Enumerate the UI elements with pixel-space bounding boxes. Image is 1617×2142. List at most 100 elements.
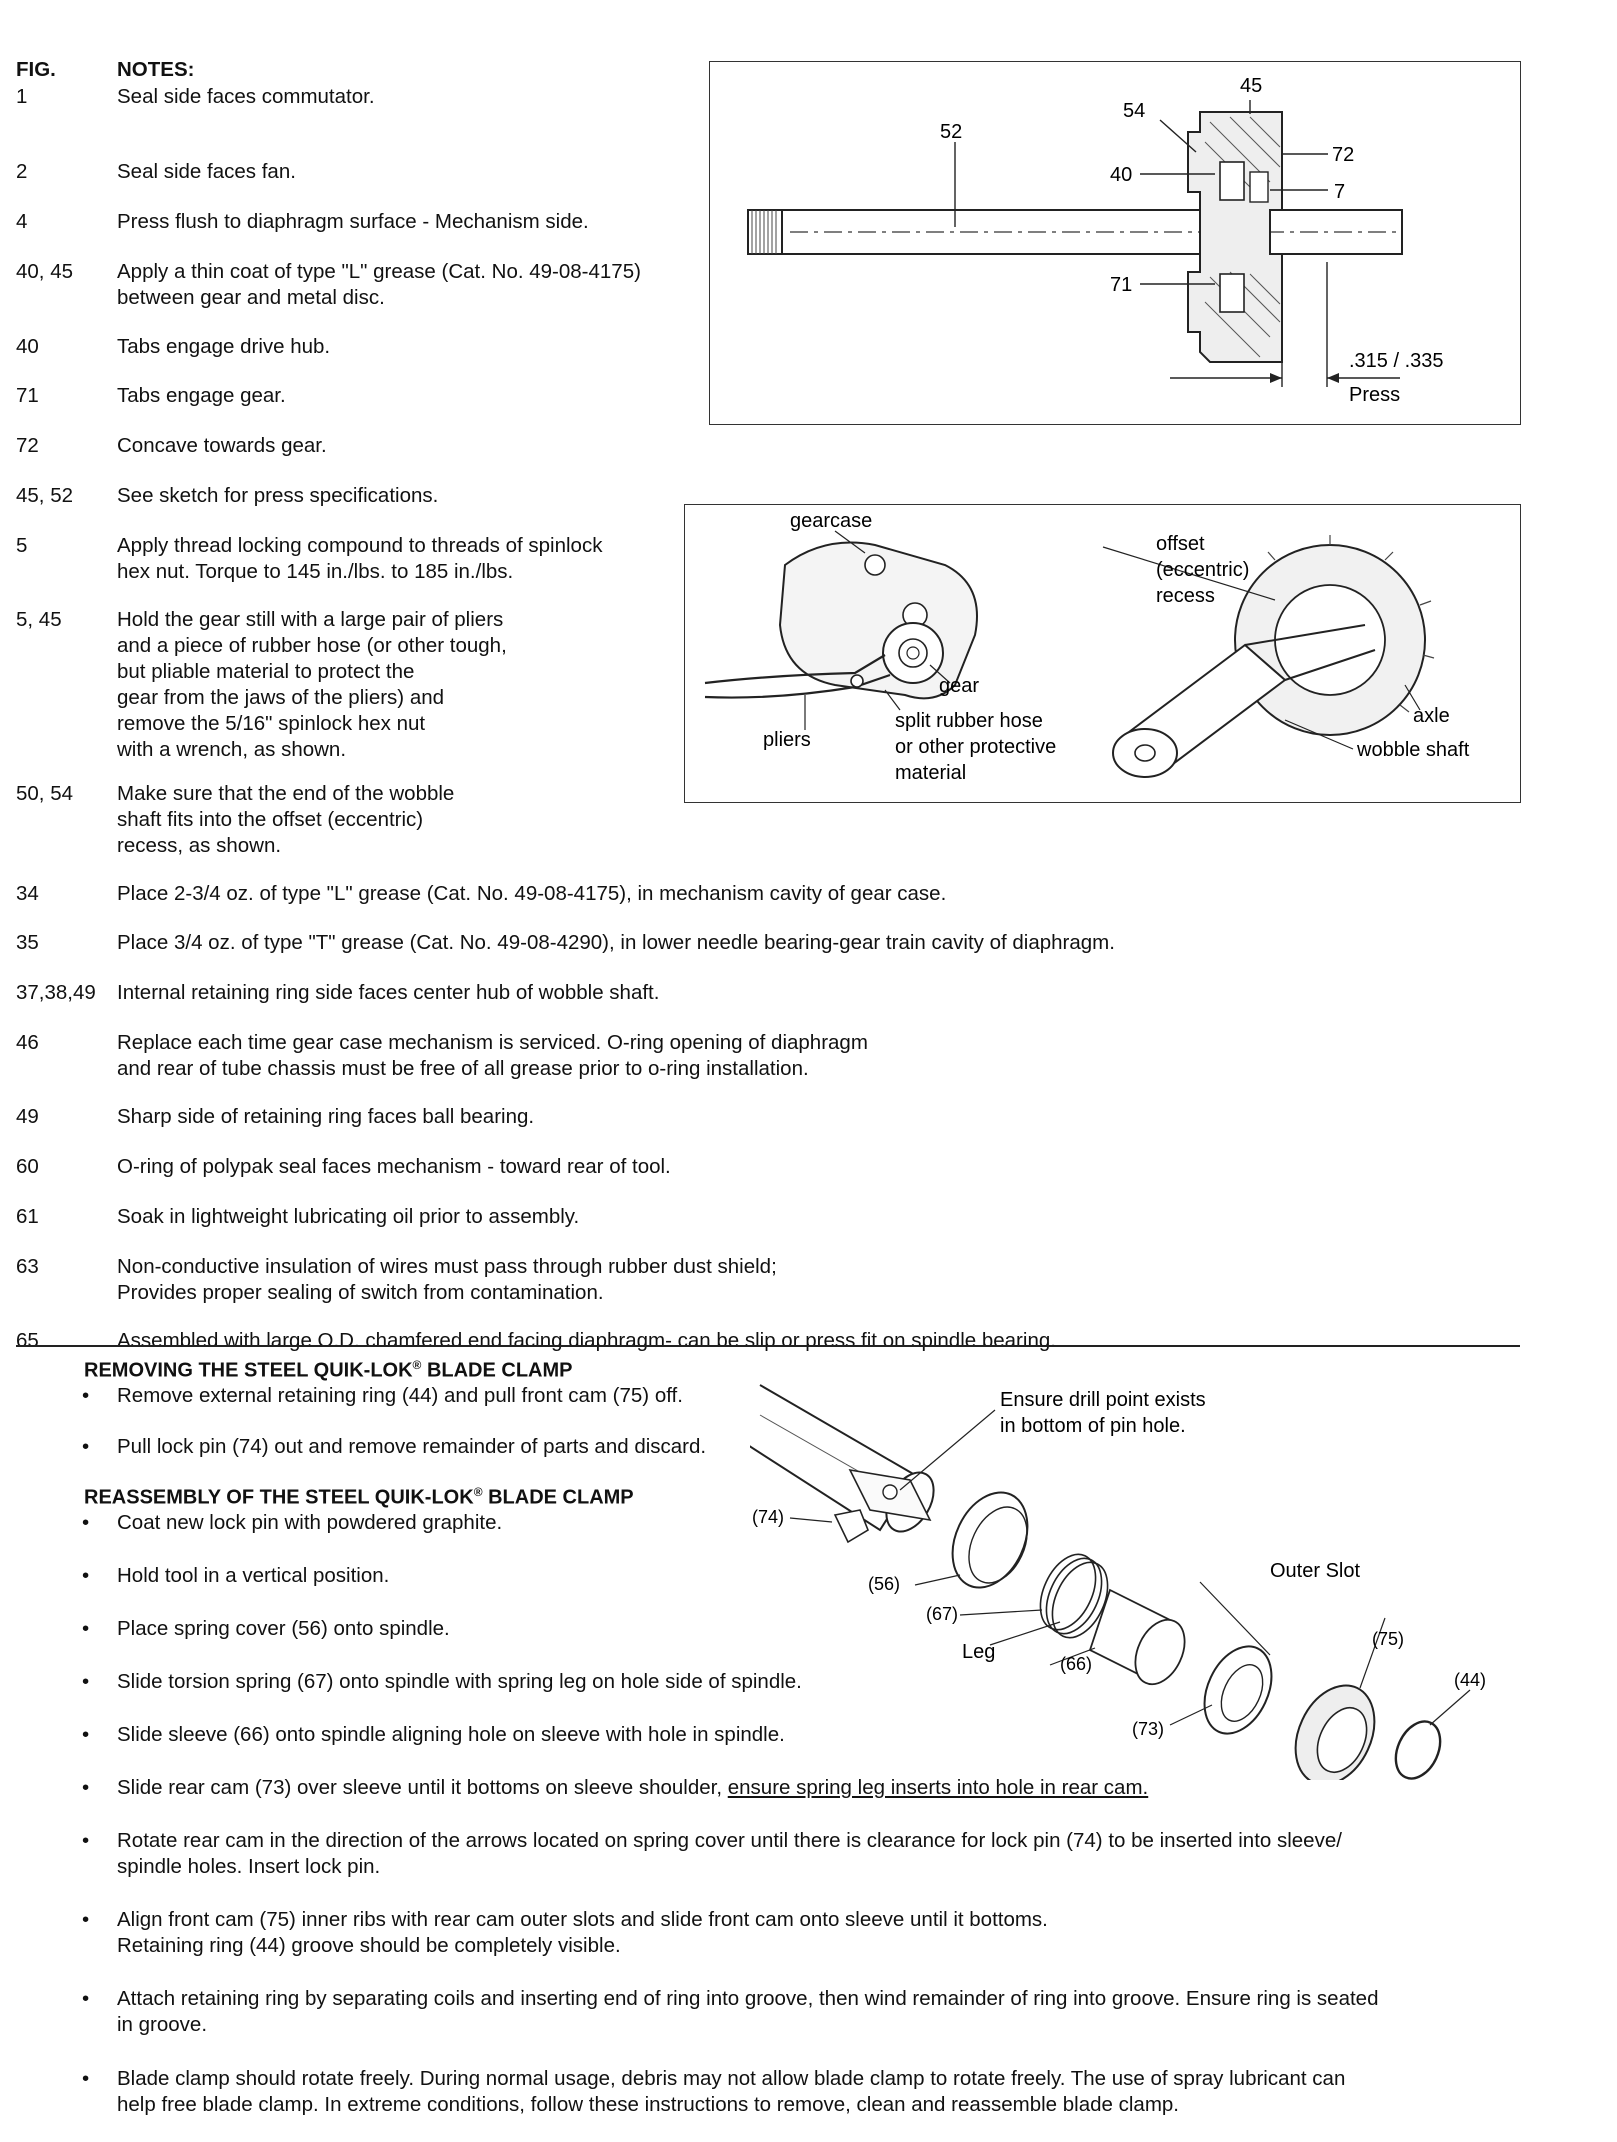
outer-slot-label: Outer Slot xyxy=(1270,1560,1360,1582)
bullet: • xyxy=(82,1908,90,1931)
pliers-label: pliers xyxy=(763,729,811,751)
dimension-label: .315 / .335 xyxy=(1349,350,1444,372)
registered-mark: ® xyxy=(473,1485,483,1499)
label-72: 72 xyxy=(1332,144,1354,166)
step-text: Rotate rear cam in the direction of the … xyxy=(117,1829,1342,1878)
hose-line: split rubber hose xyxy=(895,710,1043,732)
reassembly-title: REASSEMBLY OF THE STEEL QUIK-LOK® BLADE … xyxy=(84,1485,634,1510)
note-text: Tabs engage drive hub. xyxy=(117,335,331,358)
step-text: Pull lock pin (74) out and remove remain… xyxy=(117,1435,707,1458)
note-text: Apply a thin coat of type "L" grease (Ca… xyxy=(117,260,641,309)
note-fig-number: 61 xyxy=(16,1205,39,1228)
reassembly-title-tail: BLADE CLAMP xyxy=(482,1486,634,1509)
label-7: 7 xyxy=(1334,181,1345,203)
note-text: Non-conductive insulation of wires must … xyxy=(117,1255,777,1304)
label-52: 52 xyxy=(940,121,962,143)
note-fig-number: 40, 45 xyxy=(16,260,73,283)
part-label-44: (44) xyxy=(1454,1670,1486,1690)
offset-label: offset (eccentric) recess xyxy=(1156,533,1255,607)
note-fig-number: 71 xyxy=(16,384,39,407)
offset-line: offset xyxy=(1156,533,1205,555)
bullet: • xyxy=(82,1435,90,1458)
removing-title: REMOVING THE STEEL QUIK-LOK® BLADE CLAMP xyxy=(84,1358,573,1383)
note-fig-number: 65 xyxy=(16,1329,39,1352)
bullet: • xyxy=(82,1776,90,1799)
note-text: Sharp side of retaining ring faces ball … xyxy=(117,1105,535,1128)
bullet: • xyxy=(82,1617,90,1640)
wobble-shaft-assembly xyxy=(1112,535,1435,778)
note-text: Soak in lightweight lubricating oil prio… xyxy=(117,1205,580,1228)
notes-header: NOTES: xyxy=(117,58,195,81)
gearcase-drawing: gearcase gear pliers split rubber hose o… xyxy=(704,510,1470,784)
bullet: • xyxy=(82,1511,90,1534)
axle-label: axle xyxy=(1413,705,1450,727)
note-text: Internal retaining ring side faces cente… xyxy=(117,981,660,1004)
note-text: Assembled with large O.D. chamfered end … xyxy=(117,1329,1056,1352)
step-rear-cam-text: Slide rear cam (73) over sleeve until it… xyxy=(117,1776,728,1799)
spring-cover-56 xyxy=(951,1491,1029,1589)
removing-title-text: REMOVING THE STEEL QUIK-LOK xyxy=(84,1359,413,1382)
step-text: Slide torsion spring (67) onto spindle w… xyxy=(117,1670,802,1693)
leg-label: Leg xyxy=(962,1641,995,1663)
bullet: • xyxy=(82,1384,90,1407)
note-text: Seal side faces commutator. xyxy=(117,85,375,108)
drill-note-line: Ensure drill point exists xyxy=(1000,1389,1206,1411)
press-label: Press xyxy=(1349,384,1400,406)
hose-line: material xyxy=(895,762,966,784)
lock-pin-74 xyxy=(833,1509,869,1544)
part-label-73: (73) xyxy=(1132,1719,1164,1739)
section-divider xyxy=(16,1345,1520,1347)
note-text: Concave towards gear. xyxy=(117,434,327,457)
offset-line: (eccentric) xyxy=(1156,559,1249,581)
shaft-knurl xyxy=(747,209,783,255)
part-label-74: (74) xyxy=(752,1507,784,1527)
note-fig-number: 60 xyxy=(16,1155,39,1178)
note-fig-number: 50, 54 xyxy=(16,782,73,805)
step-text: Remove external retaining ring (44) and … xyxy=(117,1384,683,1407)
step-text: Slide sleeve (66) onto spindle aligning … xyxy=(117,1723,785,1746)
note-text: Place 2-3/4 oz. of type "L" grease (Cat.… xyxy=(117,882,947,905)
bullet: • xyxy=(82,1564,90,1587)
bullet: • xyxy=(82,1987,90,2010)
pliers-handle-top xyxy=(704,654,886,685)
part-label-67: (67) xyxy=(926,1604,958,1624)
note-fig-number: 2 xyxy=(16,160,28,183)
drill-note-line: in bottom of pin hole. xyxy=(1000,1415,1186,1437)
hose-line: or other protective xyxy=(895,736,1056,758)
step-text: Place spring cover (56) onto spindle. xyxy=(117,1617,450,1640)
retaining-ring-44 xyxy=(1394,1720,1442,1780)
note-text: See sketch for press specifications. xyxy=(117,484,439,507)
note-fig-number: 4 xyxy=(16,210,28,233)
offset-line: recess xyxy=(1156,585,1215,607)
note-text: Press flush to diaphragm surface - Mecha… xyxy=(117,210,589,233)
gearcase-diagram: gearcase gear pliers split rubber hose o… xyxy=(684,504,1521,803)
note-fig-number: 1 xyxy=(16,85,28,108)
bullet: • xyxy=(82,1670,90,1693)
label-40: 40 xyxy=(1110,164,1132,186)
note-text: Seal side faces fan. xyxy=(117,160,296,183)
press-spec-drawing: 45 54 52 72 40 7 71 .315 / .335 Press xyxy=(747,75,1444,406)
step-text: Align front cam (75) inner ribs with rea… xyxy=(117,1908,1048,1957)
note-fig-number: 49 xyxy=(16,1105,39,1128)
note-fig-number: 45, 52 xyxy=(16,484,73,507)
note-text: Apply thread locking compound to threads… xyxy=(117,534,603,583)
step-text: Hold tool in a vertical position. xyxy=(117,1564,390,1587)
quiklok-exploded-diagram: Ensure drill point exists in bottom of p… xyxy=(739,1370,1510,1786)
hose-label: split rubber hose or other protective ma… xyxy=(895,710,1062,784)
label-45: 45 xyxy=(1240,75,1262,97)
note-fig-number: 46 xyxy=(16,1031,39,1054)
note-text: Hold the gear still with a large pair of… xyxy=(117,608,507,761)
part-label-75: (75) xyxy=(1372,1629,1404,1649)
bullet: • xyxy=(82,2067,90,2090)
bullet: • xyxy=(82,1723,90,1746)
note-fig-number: 34 xyxy=(16,882,39,905)
wobble-shaft-label: wobble shaft xyxy=(1356,739,1470,761)
step-text: Coat new lock pin with powdered graphite… xyxy=(117,1511,503,1534)
note-text: Tabs engage gear. xyxy=(117,384,286,407)
fig-header: FIG. xyxy=(16,58,56,81)
step-rear-cam: Slide rear cam (73) over sleeve until it… xyxy=(117,1775,1148,1801)
note-fig-number: 5 xyxy=(16,534,28,557)
gearcase-label: gearcase xyxy=(790,510,872,532)
note-fig-number: 5, 45 xyxy=(16,608,62,631)
note-text: Make sure that the end of the wobble sha… xyxy=(117,782,455,857)
